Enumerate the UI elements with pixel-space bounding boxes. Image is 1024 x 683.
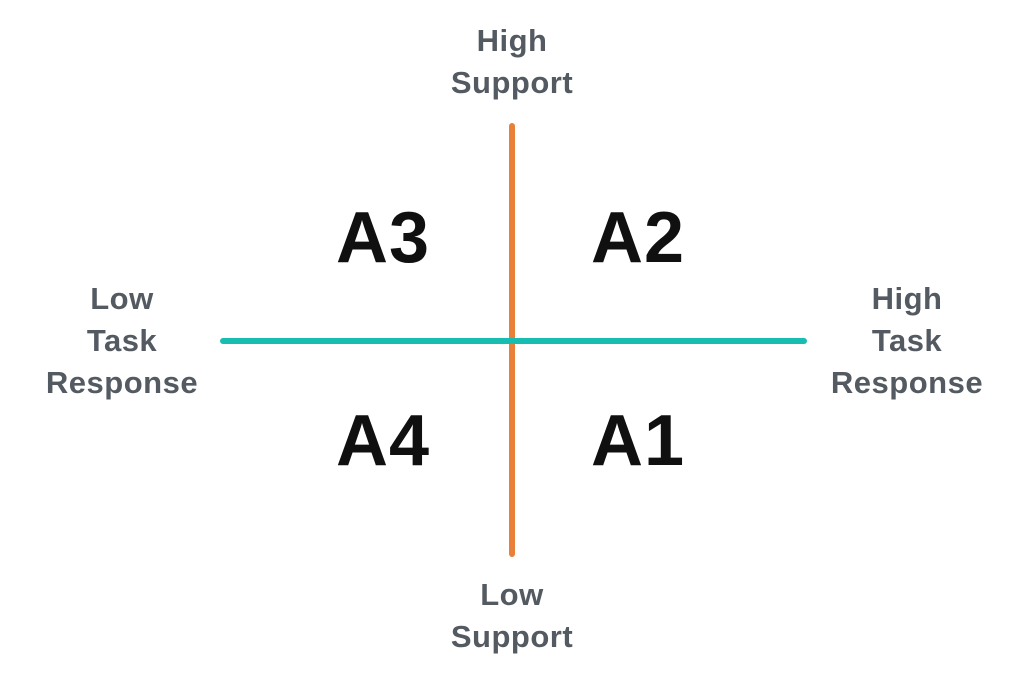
axis-label-high-support: High Support [450, 23, 574, 100]
axis-label-high-task-response: High Task Response [830, 281, 984, 400]
axis-label-low-task-response: Low Task Response [45, 281, 199, 400]
quadrant-label-top-left: A3 [335, 198, 431, 278]
quadrant-label-bottom-left: A4 [335, 401, 431, 481]
axis-label-low-support: Low Support [450, 577, 574, 654]
quadrant-label-top-right: A2 [590, 198, 686, 278]
horizontal-axis-line [220, 338, 807, 344]
quadrant-label-bottom-right: A1 [590, 401, 686, 481]
